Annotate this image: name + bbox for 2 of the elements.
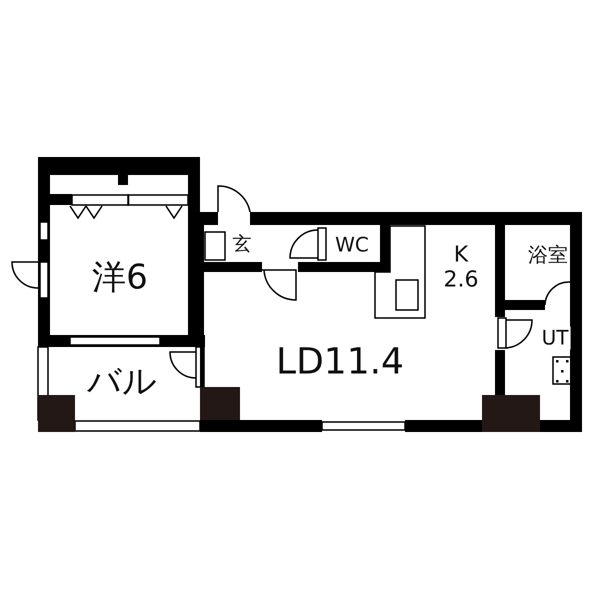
- room-label: 玄: [230, 234, 254, 256]
- room-label: 浴室: [526, 244, 570, 266]
